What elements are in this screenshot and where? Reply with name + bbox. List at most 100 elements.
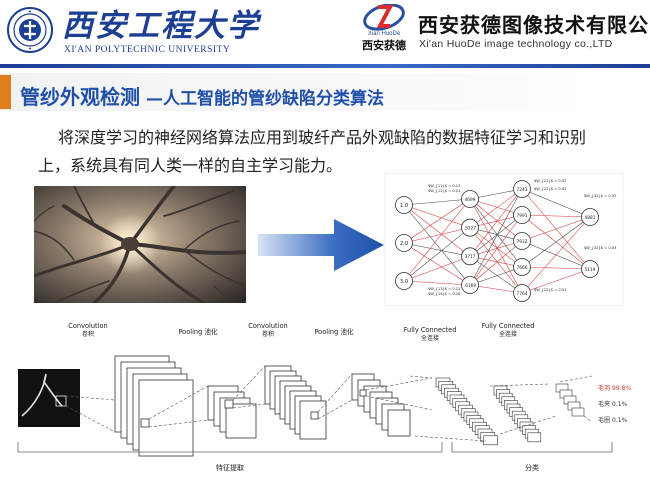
network-connection [521,266,591,270]
network-connection [469,256,523,294]
cnn-stage-label-en: Fully Connected [482,322,535,330]
result-probability: 0.1% [612,417,628,424]
network-connection [469,188,523,257]
network-connection [521,188,591,218]
title-bar: 管纱外观检测—人工智能的管纱缺陷分类算法 [0,73,650,111]
network-node [461,276,479,294]
network-connection [469,198,523,242]
network-connection [403,204,471,286]
network-node [395,272,413,290]
university-seal-icon [7,7,53,53]
network-connection [469,198,523,294]
description-line-1: 将深度学习的神经网络算法应用到玻纤产品外观缺陷的数据特征学习和识别 [58,128,587,147]
result-class-label: 毛夹 [598,400,610,408]
page-title: 管纱外观检测—人工智能的管纱缺陷分类算法 [20,81,384,110]
cnn-stage-label-en: Convolution [68,322,107,330]
network-connection [403,280,471,286]
weight-label: $W_{32}$ = 0.03 [584,246,616,250]
network-connection [403,256,471,282]
network-connection [469,214,523,257]
network-connection [521,216,591,268]
network-node [395,234,413,252]
company-logo-icon: Xian HuoDe 西安获德 [362,4,406,52]
network-node-label: 4699 [465,197,476,203]
network-connection [469,198,523,216]
network-connection [521,216,591,242]
network-connection [403,227,471,282]
network-connection [521,216,591,294]
fc2-neuron [527,432,542,443]
network-connection [469,227,523,242]
network-connection [403,242,471,257]
classification-label: 分类 [525,463,539,472]
cnn-stage-label-en: Convolution [248,322,287,330]
weight-label: $W_{21}$ = 0.37 [534,179,566,183]
header: 西安工程大学 XI'AN POLYTECHNIC UNIVERSITY Xian… [0,0,650,64]
weight-label: $W_{14}$ = 0.16 [428,292,461,296]
title-accent-bar [0,75,11,109]
network-connection [403,242,471,286]
description-line-2: 上，系统具有同人类一样的自主学习能力。 [38,156,343,175]
result-probability: 0.1% [612,401,628,408]
weight-label: $W_{22}$ = 0.42 [534,187,566,191]
weight-label: $W_{25}$ = 0.51 [534,288,566,292]
network-connection [403,204,471,228]
company-name-en: Xi'an HuoDe image technology co.,LTD [419,38,613,50]
network-node [581,208,599,226]
network-node-label: .6169 [464,283,477,289]
network-connection [469,214,523,228]
cnn-stage-label-en: Pooling 池化 [178,327,218,336]
neural-network-diagram: 1.02.03.04699.52273717.61697243799179327… [384,173,624,306]
input-image [18,369,80,427]
network-node [395,196,413,214]
result-class-label: 毛羽 [598,384,610,392]
weight-label: $W_{11}$ = 0.13 [428,184,460,188]
result-probability: 99.8% [612,385,631,392]
network-node [513,258,531,276]
network-node-label: 2.0 [400,241,408,247]
network-node [461,218,479,237]
cnn-stage-label-cn: 卷积 [82,330,94,338]
company-name-cn: 西安获德图像技术有限公司 [418,13,650,37]
network-node [513,284,531,302]
weight-label: $W_{12}$ = 0.01 [428,189,460,193]
network-connection [469,188,523,286]
network-node [513,232,531,250]
network-node [461,247,479,266]
network-connection [521,214,591,218]
network-connection [469,227,523,294]
network-connection [469,214,523,286]
network-node-label: 7991 [517,213,528,219]
university-name-en: XI'AN POLYTECHNIC UNIVERSITY [64,45,231,55]
network-node-label: 3.0 [400,279,408,285]
network-node [581,260,599,278]
network-node-label: 7764 [517,291,528,297]
network-connection [521,268,591,294]
cnn-stage-label-cn: 全连接 [421,334,439,342]
description: 将深度学习的神经网络算法应用到玻纤产品外观缺陷的数据特征学习和识别 上，系统具有… [38,124,618,180]
network-node-label: 7932 [517,239,528,245]
weight-label: $W_{31}$ = 0.52 [584,194,616,198]
university-name-cn: 西安工程大学 [62,8,260,44]
fc1-neuron [483,435,498,446]
network-node-label: 4881 [585,215,596,221]
network-node-label: 1.0 [400,203,408,209]
network-connection [469,240,523,257]
cnn-stage-label-cn: 全连接 [499,330,517,338]
arrow-right-icon [258,219,384,271]
header-divider [0,64,650,68]
network-connection [469,266,523,286]
network-node [513,180,531,198]
network-connection [469,240,523,286]
network-node [513,206,531,224]
network-node-label: 7243 [517,187,528,193]
network-node-label: 3717 [465,254,476,260]
cnn-stage-label-en: Fully Connected [404,326,457,334]
result-class-label: 毛圈 [598,416,610,424]
network-connection [403,198,471,244]
weight-label: $W_{13}$ = 0.12 [428,287,460,291]
network-node-label: 5119 [585,267,596,273]
logo-text-cn: 西安获德 [362,38,406,52]
network-connection [469,227,523,268]
